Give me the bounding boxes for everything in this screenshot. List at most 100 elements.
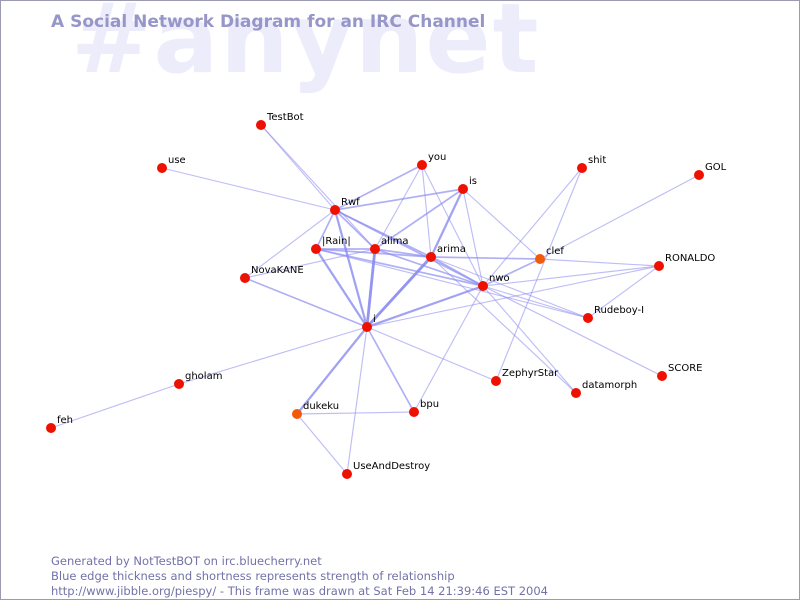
node-dot	[292, 409, 302, 419]
node-dot	[311, 244, 321, 254]
node-useanddestroy: UseAndDestroy	[342, 461, 430, 479]
node-label: is	[469, 176, 477, 187]
edge-nwo-datamorph	[482, 285, 577, 394]
node-label: alima	[381, 236, 409, 247]
diagram-title: A Social Network Diagram for an IRC Chan…	[51, 12, 486, 32]
node-dot	[370, 244, 380, 254]
node-score: SCORE	[657, 363, 702, 381]
edge-ronaldo-rudeboy-i	[587, 265, 660, 319]
node-dot	[342, 469, 352, 479]
node-dot	[654, 261, 664, 271]
edge-alima-nwo	[374, 248, 484, 287]
edge-arima-clef	[430, 256, 541, 260]
node-label: i	[373, 314, 376, 325]
node-dot	[535, 254, 545, 264]
node-dot	[694, 170, 704, 180]
node-label: bpu	[420, 399, 439, 410]
node-dot	[657, 371, 667, 381]
edge-arima-i	[365, 256, 433, 328]
node-is: is	[458, 176, 477, 194]
edge-rwf-rain	[315, 209, 336, 250]
node-dot	[409, 407, 419, 417]
edge-i-useanddestroy	[346, 326, 368, 475]
edge-nwo-score	[482, 285, 663, 377]
footer-timestamp: http://www.jibble.org/piespy/ - This fra…	[51, 584, 548, 598]
node-testbot: TestBot	[256, 112, 304, 130]
node-bpu: bpu	[409, 399, 439, 417]
edge-clef-ronaldo	[539, 258, 660, 267]
node-label: Rudeboy-I	[594, 305, 644, 316]
node-dot	[426, 252, 436, 262]
footer-generated-by: Generated by NotTestBOT on irc.bluecherr…	[51, 554, 322, 568]
node-datamorph: datamorph	[571, 380, 637, 398]
edge-rain-rudeboy-i	[315, 248, 589, 319]
node-label: use	[168, 155, 186, 166]
node-label: UseAndDestroy	[353, 461, 430, 472]
edge-dukeku-bpu	[296, 411, 415, 415]
edge-arima-datamorph	[430, 256, 577, 394]
edge-you-arima	[421, 164, 432, 258]
edge-rain-i	[315, 248, 368, 328]
node-zephyrstar: ZephyrStar	[491, 368, 559, 386]
edge-rwf-nwo	[334, 209, 484, 287]
node-you: you	[417, 152, 446, 170]
node-nwo: nwo	[478, 273, 510, 291]
node-dot	[571, 388, 581, 398]
node-label: NovaKANE	[251, 265, 304, 276]
edge-alima-arima	[374, 248, 432, 258]
node-dot	[256, 120, 266, 130]
node-dot	[330, 205, 340, 215]
node-dot	[157, 163, 167, 173]
node-ronaldo: RONALDO	[654, 253, 715, 271]
node-clef: clef	[535, 246, 564, 264]
node-rudeboy-i: Rudeboy-I	[583, 305, 644, 323]
edge-use-rwf	[161, 167, 336, 211]
node-label: feh	[57, 415, 73, 426]
edge-i-zephyrstar	[366, 326, 497, 382]
node-dot	[362, 322, 372, 332]
node-gol: GOL	[694, 162, 727, 180]
edge-shit-nwo	[482, 167, 583, 287]
edge-i-bpu	[366, 326, 415, 413]
node-label: RONALDO	[665, 253, 715, 264]
node-label: you	[428, 152, 446, 163]
edge-shit-zephyrstar	[495, 167, 583, 382]
edge-gol-clef	[539, 174, 700, 260]
edge-dukeku-useanddestroy	[296, 413, 348, 475]
edge-arima-rudeboy-i	[430, 256, 589, 319]
edge-is-arima	[429, 188, 465, 258]
edge-nwo-i	[366, 284, 484, 329]
edge-nwo-rudeboy-i	[482, 285, 589, 319]
node-dot	[417, 160, 427, 170]
edge-alima-novakane	[244, 248, 376, 279]
node-label: ZephyrStar	[502, 368, 559, 379]
node-arima: arima	[426, 244, 466, 262]
node-dot	[240, 273, 250, 283]
edge-arima-nwo	[430, 256, 484, 287]
edge-is-nwo	[462, 188, 484, 287]
node-dot	[577, 163, 587, 173]
edge-i-dukeku	[296, 326, 368, 415]
edge-i-gholam	[178, 326, 368, 385]
node-dot	[491, 376, 501, 386]
node-rwf: Rwf	[330, 197, 360, 215]
node-dot	[46, 423, 56, 433]
node-label: nwo	[489, 273, 510, 284]
node-dot	[583, 313, 593, 323]
edge-you-nwo	[421, 164, 484, 287]
edge-alima-i	[365, 248, 377, 328]
edge-rwf-alima	[334, 209, 376, 250]
node-alima: alima	[370, 236, 409, 254]
footer: Generated by NotTestBOT on irc.bluecherr…	[51, 554, 548, 599]
node-label: TestBot	[266, 112, 304, 123]
edge-gholam-feh	[50, 383, 180, 429]
edge-clef-nwo	[482, 258, 541, 287]
node-label: GOL	[705, 162, 727, 173]
edge-you-rwf	[334, 164, 423, 211]
edge-is-rwf	[334, 188, 464, 211]
node-label: arima	[437, 244, 466, 255]
node-dukeku: dukeku	[292, 401, 339, 419]
